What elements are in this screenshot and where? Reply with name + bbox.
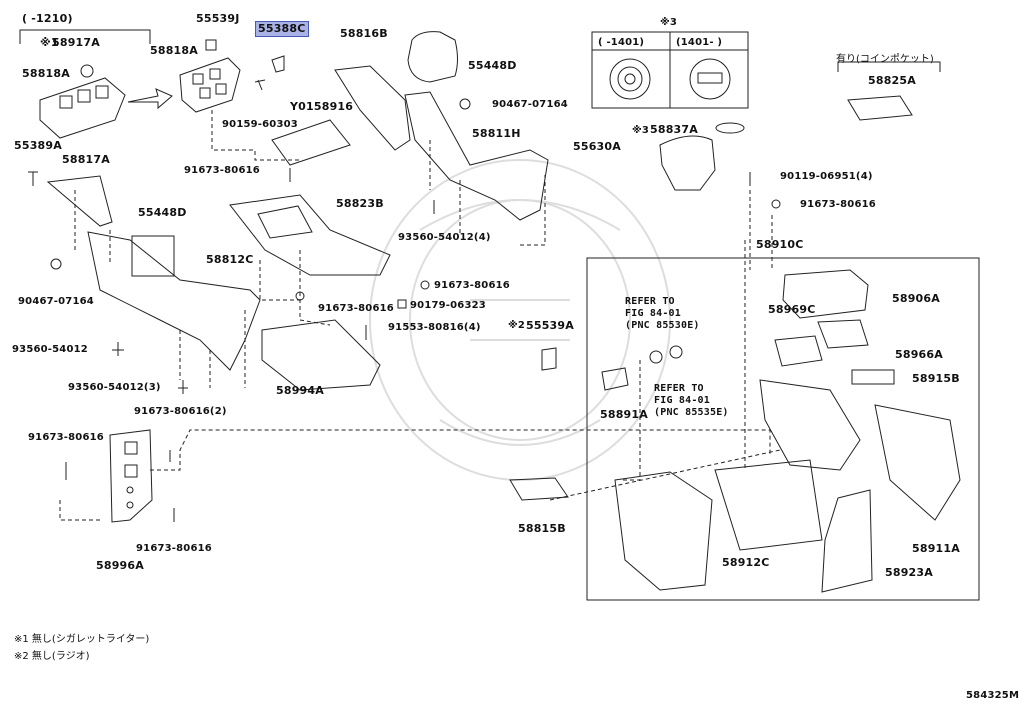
part-label[interactable]: 58818A <box>22 67 70 80</box>
refer-a-line-1: REFER TO <box>625 296 675 307</box>
bracket-58811H-shape <box>404 91 549 221</box>
refer-a-line-2: FIG 84-01 <box>625 308 681 319</box>
console-box-shape <box>759 379 861 471</box>
mark-2: ※2 <box>508 320 526 331</box>
part-label[interactable]: 90467-07164 <box>492 99 568 110</box>
panel-58817A-shape <box>46 175 113 227</box>
coin-pocket-bracket <box>837 61 941 72</box>
part-label[interactable]: 58923A <box>885 566 933 579</box>
bracket-58994A-shape <box>261 319 381 391</box>
switch-panel-right-shape <box>179 57 241 113</box>
range-bracket <box>19 29 151 44</box>
part-label[interactable]: 93560-54012(3) <box>68 382 161 393</box>
part-label[interactable]: 58815B <box>518 522 566 535</box>
part-label[interactable]: 58823B <box>336 197 384 210</box>
part-label[interactable]: 91673-80616 <box>318 303 394 314</box>
part-label[interactable]: 58811H <box>472 127 521 140</box>
part-label[interactable]: 93560-54012 <box>12 344 88 355</box>
part-label[interactable]: 58910C <box>756 238 804 251</box>
sheet-Y0158916 <box>271 119 351 166</box>
range-label: ( -1210) <box>22 12 73 25</box>
part-label[interactable]: 58818A <box>150 44 198 57</box>
part-label[interactable]: 90119-06951(4) <box>780 171 873 182</box>
footnote-2: ※2 無し(ラジオ) <box>14 651 90 662</box>
switch-panel-left-shape <box>39 77 126 139</box>
part-label[interactable]: 55389A <box>14 139 62 152</box>
refer-b-line-1: REFER TO <box>654 383 704 394</box>
part-label[interactable]: 91673-80616 <box>28 432 104 443</box>
part-label[interactable]: 91673-80616 <box>184 165 260 176</box>
arrow-right-icon <box>127 88 173 110</box>
storage-box-shape <box>714 459 823 551</box>
refer-b-line-3: (PNC 85535E) <box>654 407 729 418</box>
inset-header: ※3 <box>660 17 678 28</box>
part-label[interactable]: 55539A <box>526 319 574 332</box>
part-label[interactable]: 55630A <box>573 140 621 153</box>
part-label[interactable]: 58816B <box>340 27 388 40</box>
part-label[interactable]: 58906A <box>892 292 940 305</box>
figure-code: 584325M <box>966 690 1020 701</box>
part-label[interactable]: 58837A <box>650 123 698 136</box>
inset-58910C-frame <box>586 257 980 601</box>
part-label[interactable]: 58812C <box>206 253 254 266</box>
part-label[interactable]: 91673-80616 <box>800 199 876 210</box>
coin-pocket-caption: 有り(コインポケット) <box>836 54 934 65</box>
part-label[interactable]: 58996A <box>96 559 144 572</box>
tray-58823B-shape <box>229 194 391 276</box>
pad-top-shape <box>407 31 458 83</box>
mark-1: ※1 <box>40 36 59 49</box>
side-panel-58912C-shape <box>614 471 713 591</box>
refer-a-line-3: (PNC 85530E) <box>625 320 700 331</box>
switch-knob-icon <box>80 64 94 78</box>
inset-col-b: (1401- ) <box>676 37 723 48</box>
part-label-highlighted[interactable]: 55388C <box>255 21 309 37</box>
part-label[interactable]: 58817A <box>62 153 110 166</box>
part-label[interactable]: 58911A <box>912 542 960 555</box>
part-label[interactable]: 58912C <box>722 556 770 569</box>
part-label[interactable]: 58825A <box>868 74 916 87</box>
panel-58911A-shape <box>874 404 961 521</box>
part-label[interactable]: 91673-80616 <box>434 280 510 291</box>
part-label[interactable]: 91553-80816(4) <box>388 322 481 333</box>
bracket-58996A-shape <box>109 429 153 523</box>
part-label[interactable]: 55539J <box>196 12 240 25</box>
part-label[interactable]: 58969C <box>768 303 816 316</box>
sheet-58815B <box>509 477 569 501</box>
part-label[interactable]: 58994A <box>276 384 324 397</box>
part-label[interactable]: 90467-07164 <box>18 296 94 307</box>
footnote-1: ※1 無し(シガレットライター) <box>14 634 150 645</box>
part-label[interactable]: 58915B <box>912 372 960 385</box>
part-label[interactable]: 90159-60303 <box>222 119 298 130</box>
refer-b-line-2: FIG 84-01 <box>654 395 710 406</box>
part-label[interactable]: 91673-80616 <box>136 543 212 554</box>
coin-pocket-shape <box>847 95 913 121</box>
panel-58816B-shape <box>334 65 411 151</box>
panel-58923A-shape <box>821 489 873 593</box>
part-label[interactable]: 93560-54012(4) <box>398 232 491 243</box>
part-label[interactable]: 90179-06323 <box>410 300 486 311</box>
fastener-icons <box>28 98 781 522</box>
part-label[interactable]: 55448D <box>138 206 187 219</box>
armrest-58906A-shape <box>782 269 869 319</box>
inset-col-a: ( -1401) <box>598 37 645 48</box>
part-label[interactable]: 91673-80616(2) <box>134 406 227 417</box>
part-label[interactable]: Y0158916 <box>290 100 354 113</box>
part-label[interactable]: 58891A <box>600 408 648 421</box>
part-label[interactable]: 58966A <box>895 348 943 361</box>
cup-holder-55630A-shape <box>659 135 716 191</box>
part-label[interactable]: 55448D <box>468 59 517 72</box>
part-label[interactable]: 58917A <box>52 36 100 49</box>
mark-3: ※3 <box>632 125 650 136</box>
